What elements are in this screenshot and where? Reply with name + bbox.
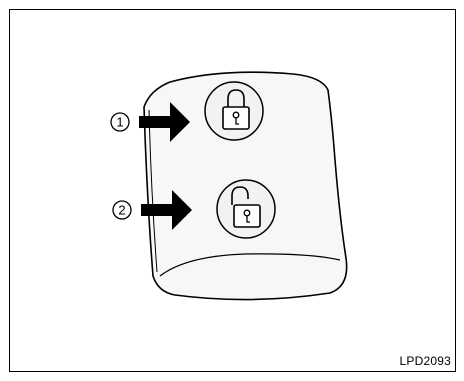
unlock-button: [217, 180, 275, 238]
callout-1-marker: 1: [111, 113, 129, 131]
lock-button: [205, 82, 263, 140]
key-fob-illustration: 1 2: [10, 10, 455, 371]
callout-1-number: 1: [116, 115, 123, 130]
callout-2-marker: 2: [113, 201, 131, 219]
figure-frame: 1 2 LPD2093: [9, 9, 456, 372]
figure-code: LPD2093: [400, 354, 451, 368]
callout-2-number: 2: [118, 203, 125, 218]
